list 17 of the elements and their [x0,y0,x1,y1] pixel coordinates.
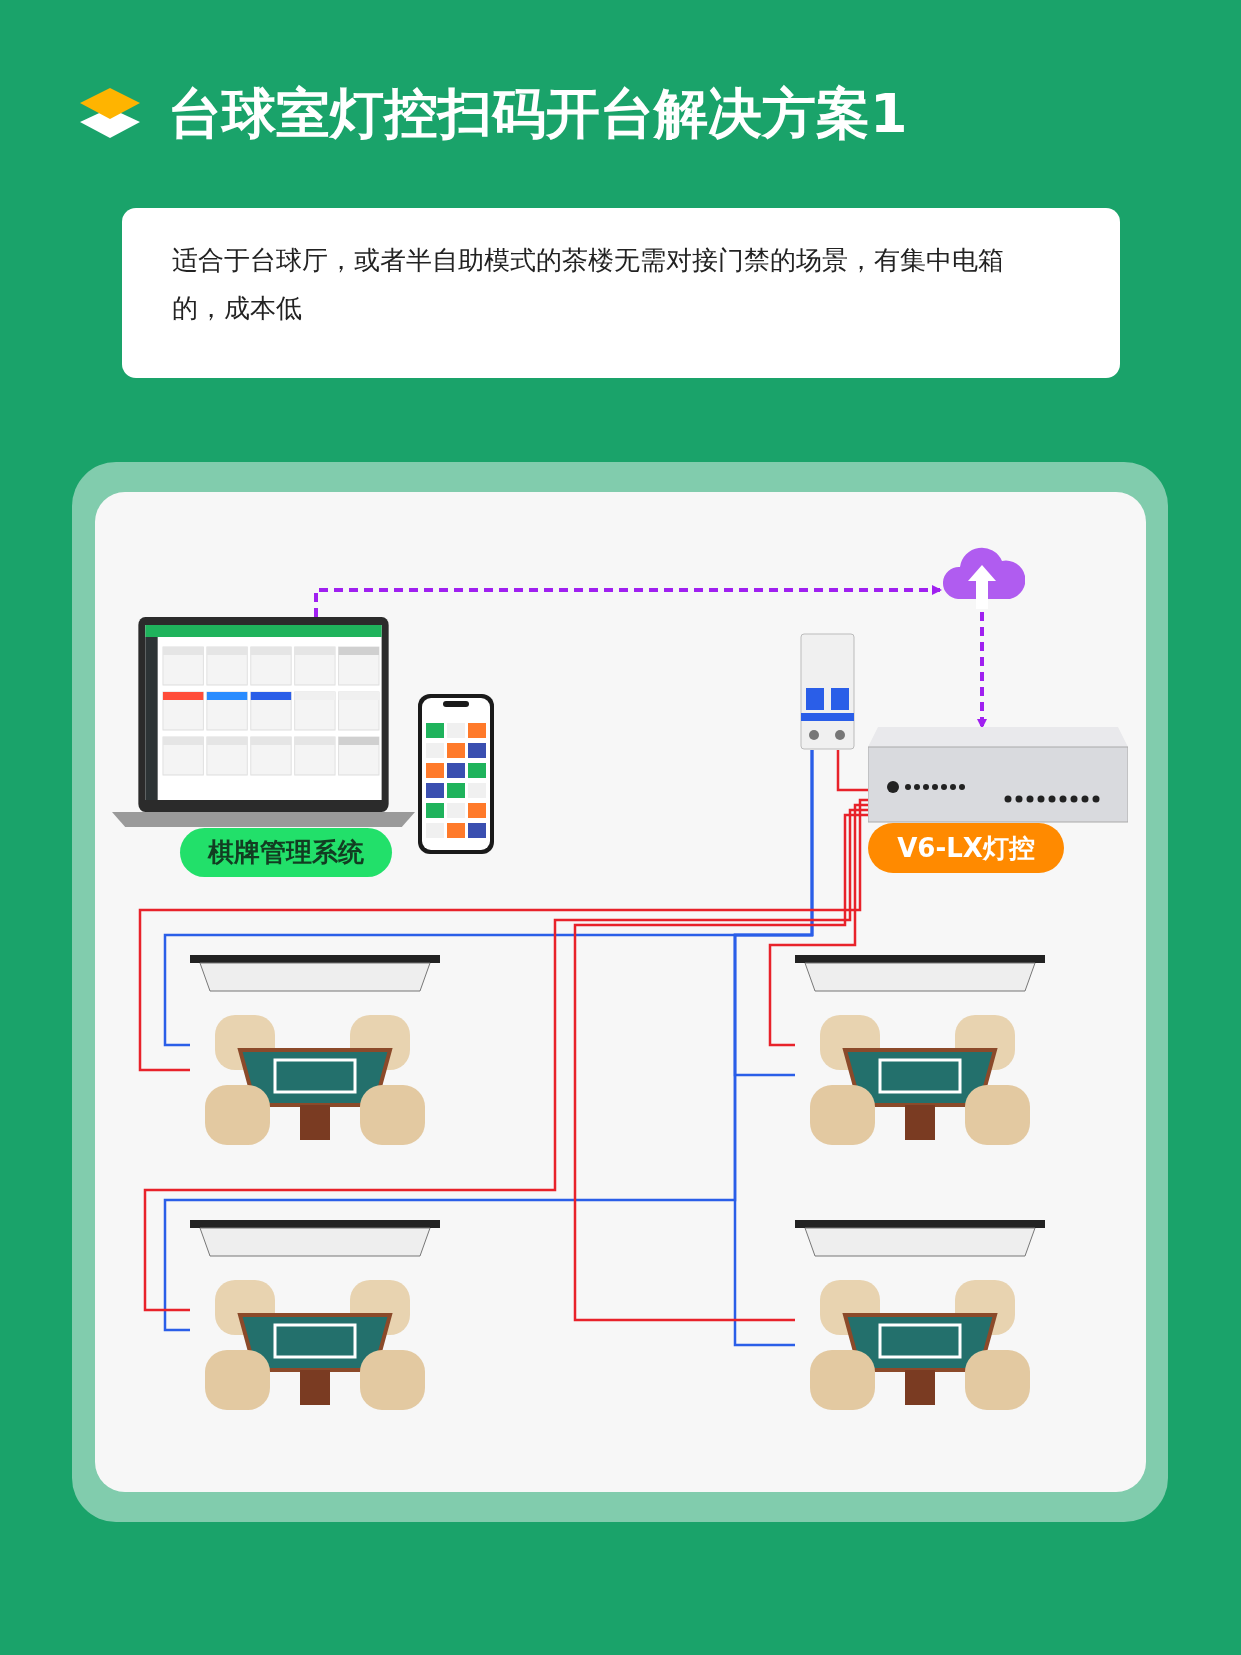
control-box-drawing [868,727,1128,823]
wire [143,808,868,1312]
laptop-drawing [112,617,415,827]
dashed-arrow [977,612,987,729]
wire [733,750,814,1347]
circuit-breaker-drawing [800,633,855,750]
wire [836,750,868,792]
label-pill: V6-LX灯控 [868,823,1064,873]
wire [138,798,869,1072]
phone-drawing [417,693,495,855]
wire [573,813,868,1322]
wire [768,803,868,1047]
description-text: 适合于台球厅，或者半自助模式的茶楼无需对接门禁的场景，有集中电箱的，成本低 [172,244,1005,325]
dashed-arrow [314,585,942,617]
title: 台球室灯控扫码开台解决方案1 [168,81,908,147]
label-pill: 棋牌管理系统 [180,828,392,877]
description-card [122,208,1120,378]
